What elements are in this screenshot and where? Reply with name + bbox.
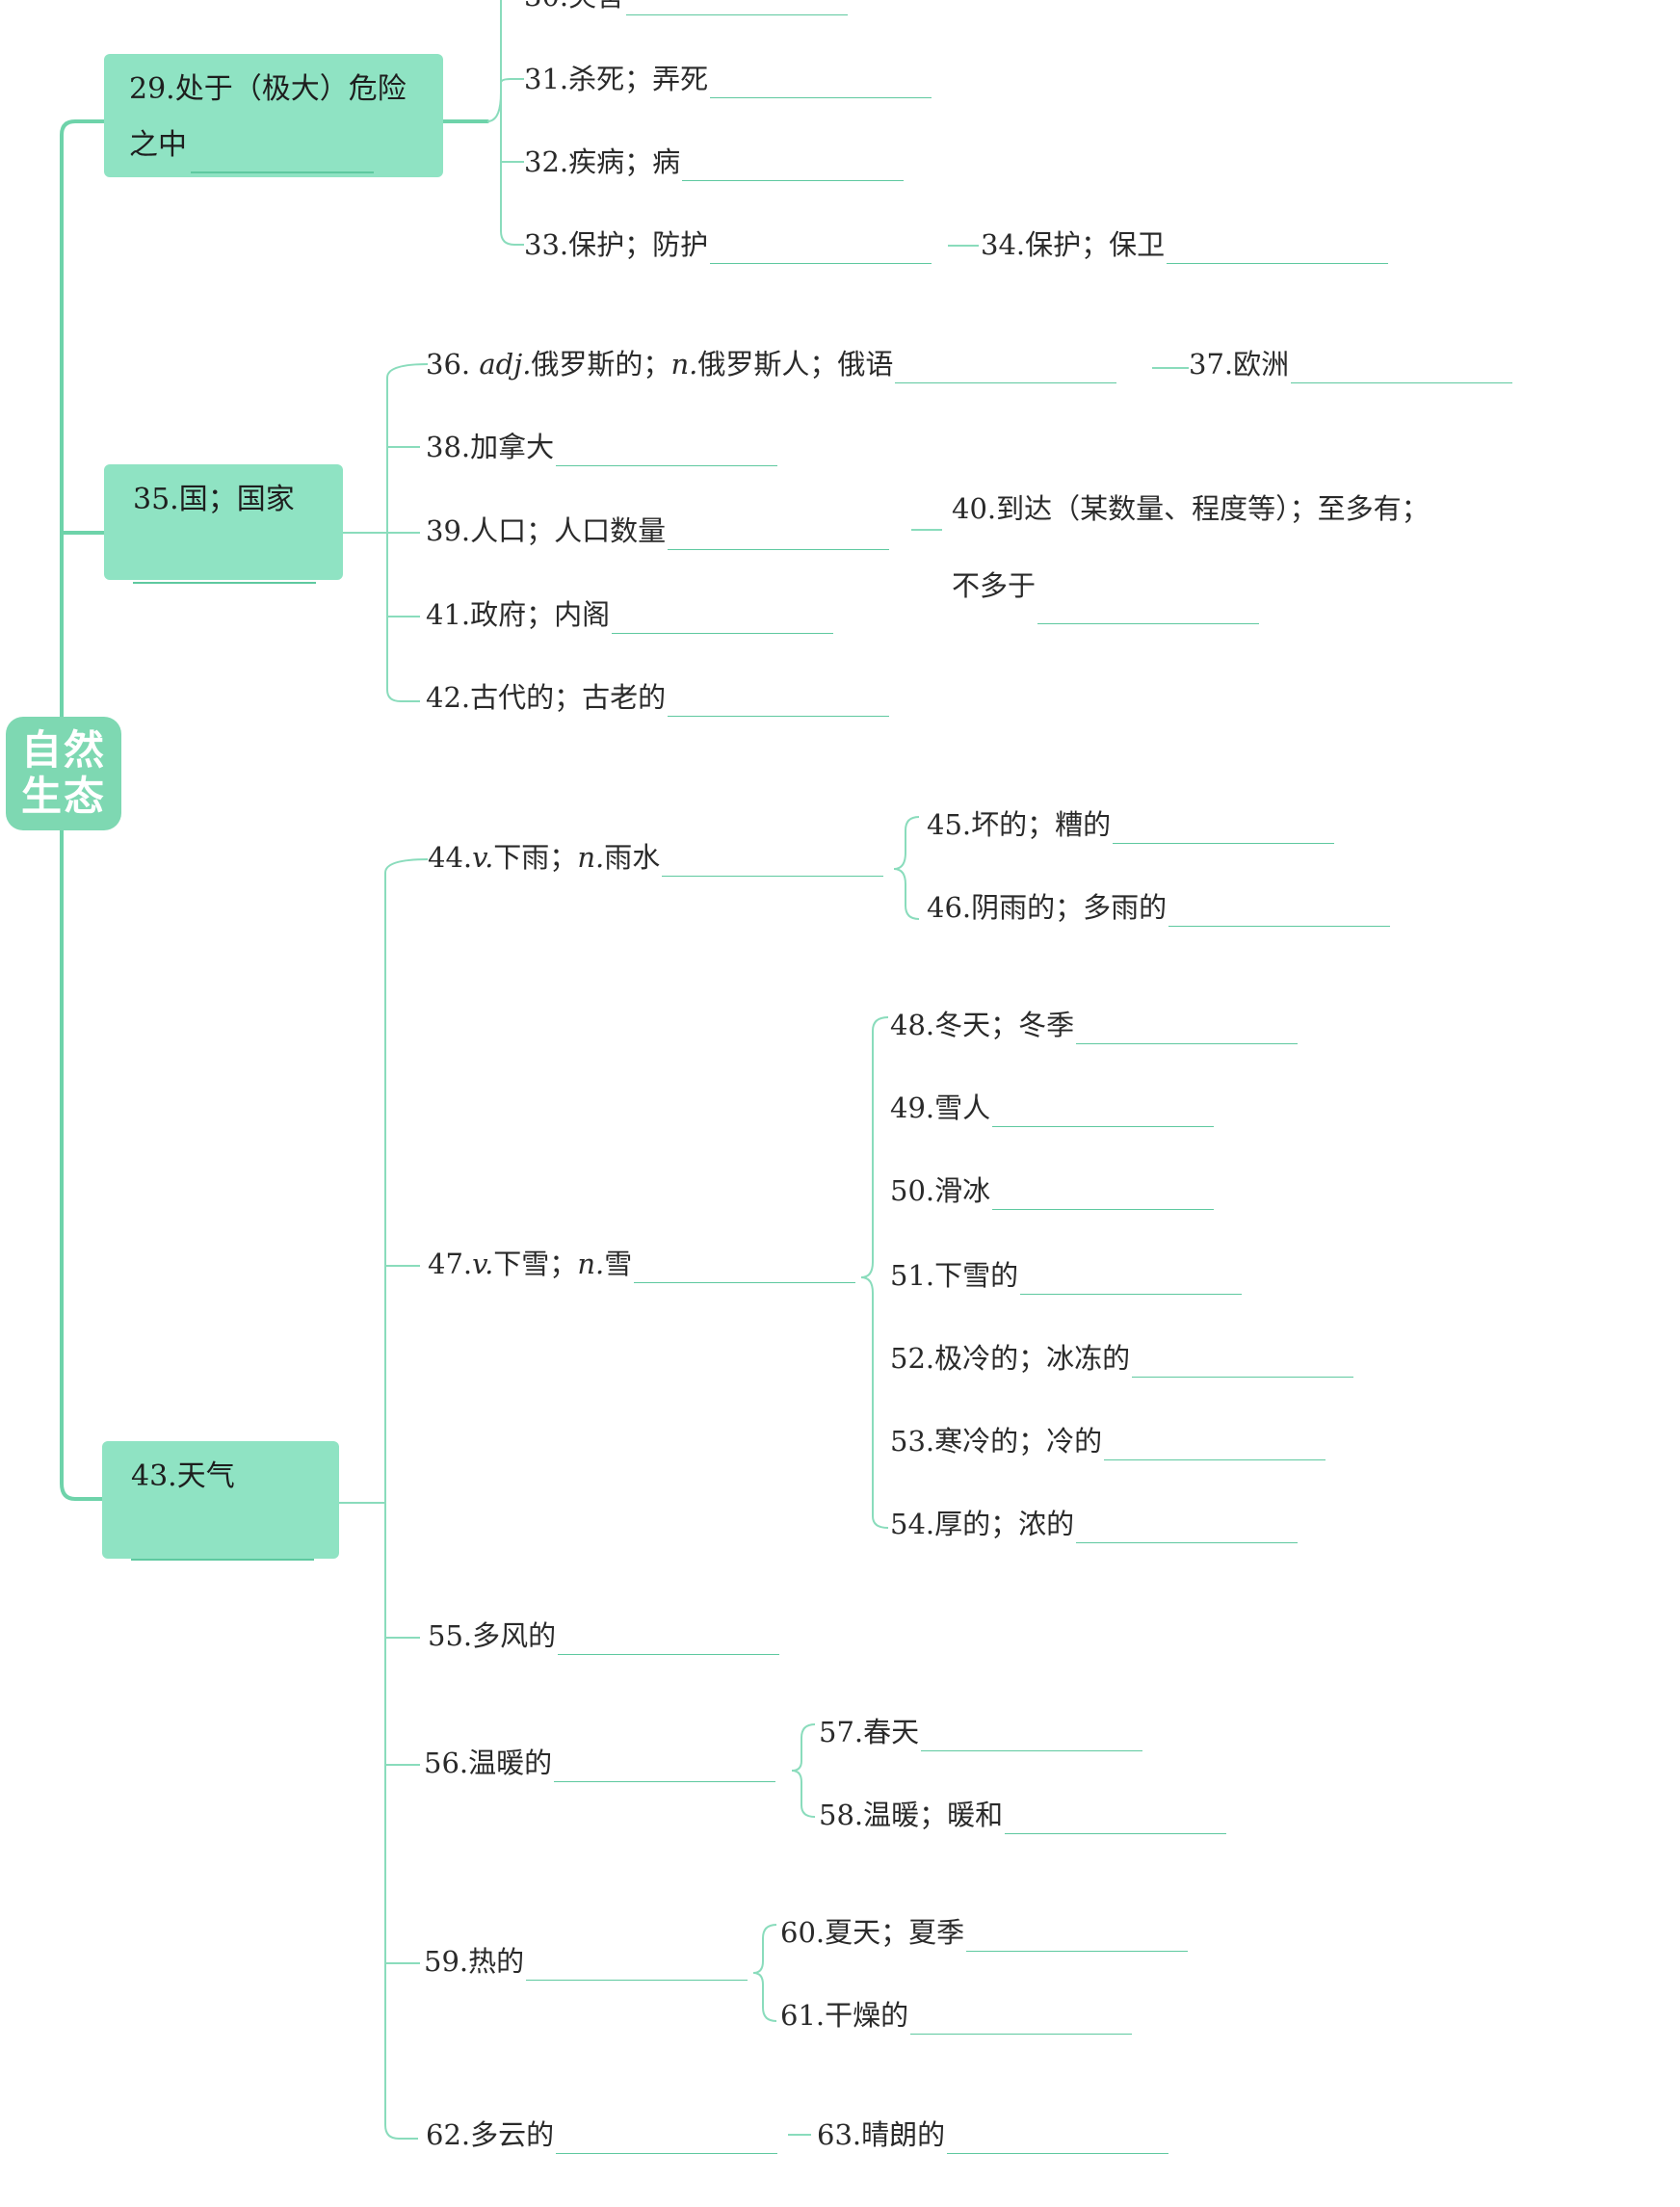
node-29-label: 29.处于（极大）危险 xyxy=(129,72,407,106)
answer-blank[interactable] xyxy=(895,354,1117,383)
answer-blank[interactable] xyxy=(992,1180,1215,1210)
item-38: 38.加拿大 xyxy=(426,428,778,466)
item-31: 31.杀死；弄死 xyxy=(524,60,932,98)
item-54: 54.厚的；浓的 xyxy=(890,1505,1299,1543)
answer-blank[interactable] xyxy=(1167,234,1389,264)
node-43: 43.天气 xyxy=(102,1441,339,1561)
answer-blank[interactable] xyxy=(910,2005,1133,2035)
item-41: 41.政府；内阁 xyxy=(426,595,834,634)
item-34: 34.保护；保卫 xyxy=(981,225,1389,264)
answer-blank[interactable] xyxy=(1037,594,1260,624)
item-30: 30.灾害 xyxy=(524,0,849,15)
answer-blank[interactable] xyxy=(1020,1265,1243,1295)
answer-blank[interactable] xyxy=(947,2124,1169,2154)
answer-blank[interactable] xyxy=(1076,1014,1299,1044)
answer-blank[interactable] xyxy=(1132,1348,1354,1378)
node-35: 35.国；国家 xyxy=(104,464,343,584)
answer-blank[interactable] xyxy=(554,1752,776,1782)
item-50: 50.滑冰 xyxy=(890,1171,1215,1210)
item-52: 52.极冷的；冰冻的 xyxy=(890,1339,1354,1378)
root-node: 自然 生态 xyxy=(6,717,121,830)
item-51: 51.下雪的 xyxy=(890,1256,1243,1295)
item-62: 62.多云的 xyxy=(426,2115,778,2154)
answer-blank[interactable] xyxy=(682,151,905,181)
item-42: 42.古代的；古老的 xyxy=(426,678,890,717)
answer-blank[interactable] xyxy=(131,1520,314,1561)
answer-blank[interactable] xyxy=(1168,897,1391,927)
item-48: 48.冬天；冬季 xyxy=(890,1006,1299,1044)
item-39: 39.人口；人口数量 xyxy=(426,512,890,550)
item-37: 37.欧洲 xyxy=(1189,345,1513,383)
item-58: 58.温暖；暖和 xyxy=(819,1796,1227,1834)
item-33: 33.保护；防护 xyxy=(524,225,932,264)
item-55: 55.多风的 xyxy=(428,1616,780,1655)
node-29-label2: 之中 xyxy=(129,128,187,162)
answer-blank[interactable] xyxy=(1005,1804,1227,1834)
item-53: 53.寒冷的；冷的 xyxy=(890,1422,1326,1460)
node-35-label: 35.国；国家 xyxy=(133,483,295,516)
answer-blank[interactable] xyxy=(966,1922,1189,1952)
item-45: 45.坏的；糟的 xyxy=(927,805,1335,844)
answer-blank[interactable] xyxy=(526,1951,748,1981)
answer-blank[interactable] xyxy=(191,133,374,173)
answer-blank[interactable] xyxy=(133,543,316,584)
item-60: 60.夏天；夏季 xyxy=(780,1913,1189,1952)
item-46: 46.阴雨的；多雨的 xyxy=(927,888,1391,927)
answer-blank[interactable] xyxy=(626,0,849,15)
answer-blank[interactable] xyxy=(612,604,834,634)
answer-blank[interactable] xyxy=(556,2124,778,2154)
answer-blank[interactable] xyxy=(1076,1513,1299,1543)
answer-blank[interactable] xyxy=(1113,814,1335,844)
item-57: 57.春天 xyxy=(819,1713,1143,1751)
answer-blank[interactable] xyxy=(558,1625,780,1655)
answer-blank[interactable] xyxy=(556,436,778,466)
root-label-line1: 自然 xyxy=(20,726,106,774)
node-29: 29.处于（极大）危险 之中 xyxy=(104,54,443,177)
answer-blank[interactable] xyxy=(921,1721,1143,1751)
answer-blank[interactable] xyxy=(668,687,890,717)
answer-blank[interactable] xyxy=(1291,354,1513,383)
item-61: 61.干燥的 xyxy=(780,1996,1133,2035)
item-63: 63.晴朗的 xyxy=(817,2115,1169,2154)
node-43-label: 43.天气 xyxy=(131,1459,235,1493)
item-44: 44.v.下雨；n.雨水 xyxy=(428,838,884,877)
item-49: 49.雪人 xyxy=(890,1089,1215,1127)
item-56: 56.温暖的 xyxy=(424,1744,776,1782)
answer-blank[interactable] xyxy=(1104,1431,1326,1460)
item-59: 59.热的 xyxy=(424,1942,748,1981)
item-47: 47.v.下雪；n.雪 xyxy=(428,1245,856,1283)
answer-blank[interactable] xyxy=(634,1253,856,1283)
item-36: 36. adj.俄罗斯的；n.俄罗斯人；俄语 xyxy=(426,345,1117,383)
answer-blank[interactable] xyxy=(662,847,884,877)
answer-blank[interactable] xyxy=(710,234,932,264)
answer-blank[interactable] xyxy=(668,520,890,550)
answer-blank[interactable] xyxy=(710,68,932,98)
item-40: 40.到达（某数量、程度等）；至多有； 不多于 xyxy=(952,470,1430,624)
answer-blank[interactable] xyxy=(992,1097,1215,1127)
root-label-line2: 生态 xyxy=(20,773,106,820)
item-32: 32.疾病；病 xyxy=(524,143,905,181)
